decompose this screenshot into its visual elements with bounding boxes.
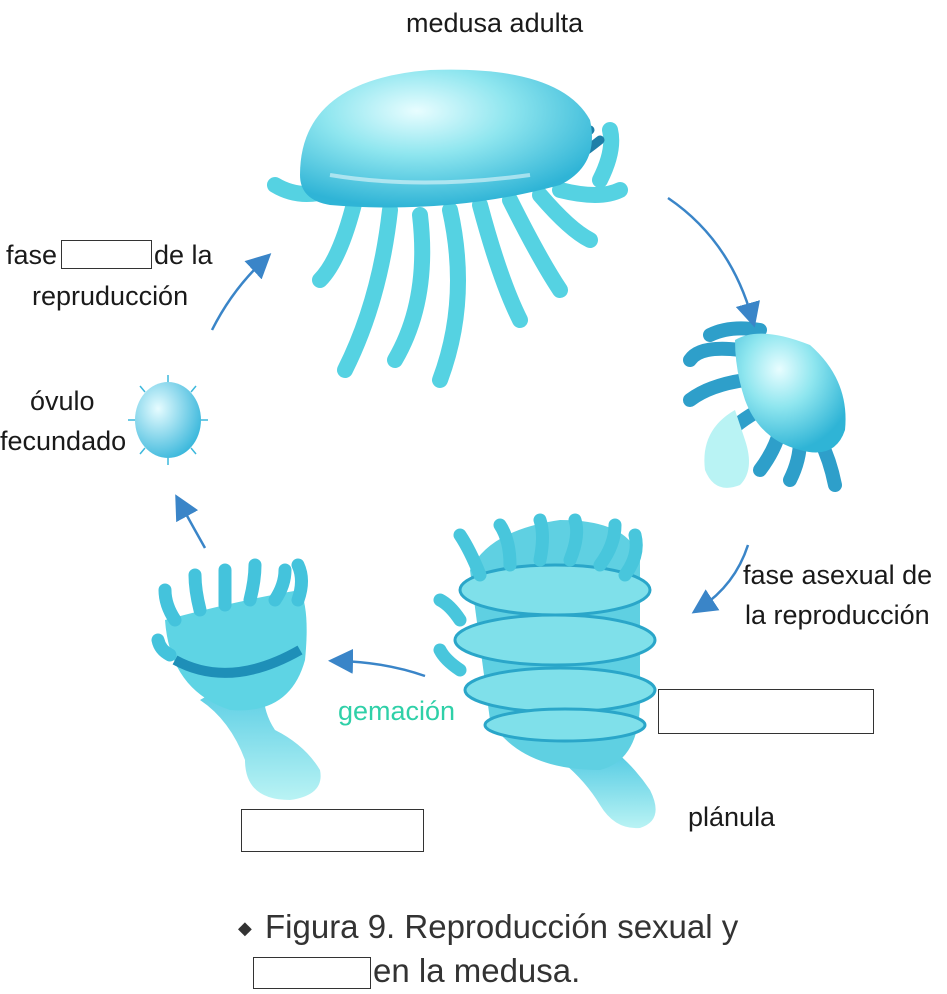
label-fecundado: fecundado: [0, 426, 127, 456]
label-fase-prefix: fase: [6, 240, 58, 270]
arrow-egg-to-adult: [210, 253, 272, 331]
arrow-polyp-to-egg: [175, 494, 207, 549]
label-asexual-line1: fase asexual de: [743, 560, 933, 590]
fase-type-blank[interactable]: [61, 240, 152, 269]
label-ovulo: óvulo: [30, 386, 95, 416]
caption-blank[interactable]: [253, 957, 371, 989]
strobila-name-blank[interactable]: [658, 689, 874, 734]
arrow-to-strobila: [691, 544, 750, 614]
adult-medusa-illustration: [267, 69, 628, 388]
label-gemacion: gemación: [338, 696, 456, 726]
label-planula: plánula: [688, 802, 776, 832]
polyp-illustration: [151, 558, 321, 800]
label-adult-medusa: medusa adulta: [406, 8, 584, 38]
caption-line1: Figura 9. Reproducción sexual y: [265, 908, 739, 945]
polyp-name-blank[interactable]: [241, 809, 424, 852]
strobila-polyp-illustration: [433, 513, 657, 829]
caption-line2: en la medusa.: [373, 952, 581, 989]
label-fase-suffix: de la: [154, 240, 213, 270]
fertilized-egg-illustration: [128, 375, 208, 465]
arrow-adult-to-young: [667, 196, 760, 328]
caption-bullet: ◆: [238, 918, 252, 938]
arrow-gemacion: [328, 648, 426, 678]
label-asexual-line2: la reproducción: [745, 600, 930, 630]
label-fase-line2: repruducción: [32, 281, 189, 311]
cycle-arrows: [175, 196, 760, 678]
young-medusa-illustration: [683, 321, 846, 492]
